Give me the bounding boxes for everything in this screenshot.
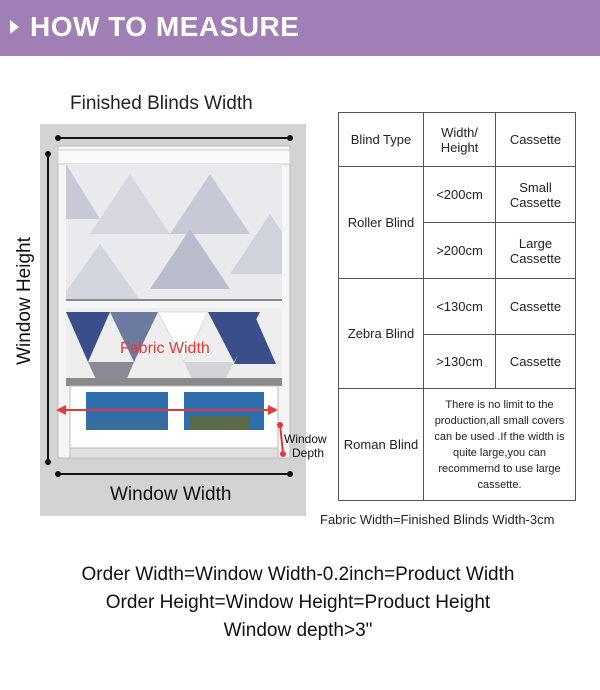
order-width-formula: Order Width=Window Width-0.2inch=Product…	[81, 564, 515, 585]
window-panel	[40, 124, 306, 516]
fabric-width-label: Fabric Width	[120, 340, 210, 357]
cassette-cell: Large Cassette	[495, 222, 576, 279]
header-blind-type: Blind Type	[338, 112, 424, 167]
triangle-bullet-icon	[10, 20, 19, 34]
size-cell: >200cm	[423, 222, 496, 279]
table-row: Roman Blind There is no limit to the pro…	[338, 388, 576, 501]
window-depth-formula: Window depth>3"	[223, 620, 373, 641]
section-title: HOW TO MEASURE	[30, 11, 300, 42]
table-row: >200cm Large Cassette	[339, 222, 576, 279]
size-cell: <200cm	[423, 166, 496, 223]
roman-note-cell: There is no limit to the production,all …	[423, 388, 576, 501]
section-header: HOW TO MEASURE	[0, 0, 600, 56]
size-cell: <130cm	[423, 278, 496, 335]
header-cassette: Cassette	[495, 112, 576, 167]
roman-blind-cell: Roman Blind	[338, 388, 424, 501]
header-width-height: Width/ Height	[423, 112, 496, 167]
blind-illustration	[45, 135, 293, 477]
window-width-label: Window Width	[110, 484, 232, 505]
table-header-row: Blind Type Width/ Height Cassette	[338, 112, 576, 167]
size-cell: >130cm	[423, 334, 496, 389]
cassette-cell: Small Cassette	[495, 166, 576, 223]
table-row: Zebra Blind <130cm Cassette	[338, 278, 576, 389]
window-depth-label: Window Depth	[284, 432, 327, 460]
roller-blind-cell: Roller Blind	[338, 166, 424, 279]
table-row: >130cm Cassette	[339, 334, 576, 389]
fabric-width-note: Fabric Width=Finished Blinds Width-3cm	[320, 512, 555, 527]
zebra-blind-cell: Zebra Blind	[338, 278, 424, 389]
table-row: Roller Blind <200cm Small Cassette	[338, 166, 576, 279]
window-height-label: Window Height	[14, 237, 35, 365]
cassette-cell: Cassette	[495, 334, 576, 389]
blind-type-table: Blind Type Width/ Height Cassette Roller…	[338, 112, 576, 501]
order-height-formula: Order Height=Window Height=Product Heigh…	[105, 592, 491, 613]
finished-blinds-width-label: Finished Blinds Width	[70, 93, 253, 114]
cassette-cell: Cassette	[495, 278, 576, 335]
order-formulas: Order Width=Window Width-0.2inch=Product…	[0, 561, 600, 645]
measurement-diagram: Finished Blinds Width	[0, 80, 330, 520]
